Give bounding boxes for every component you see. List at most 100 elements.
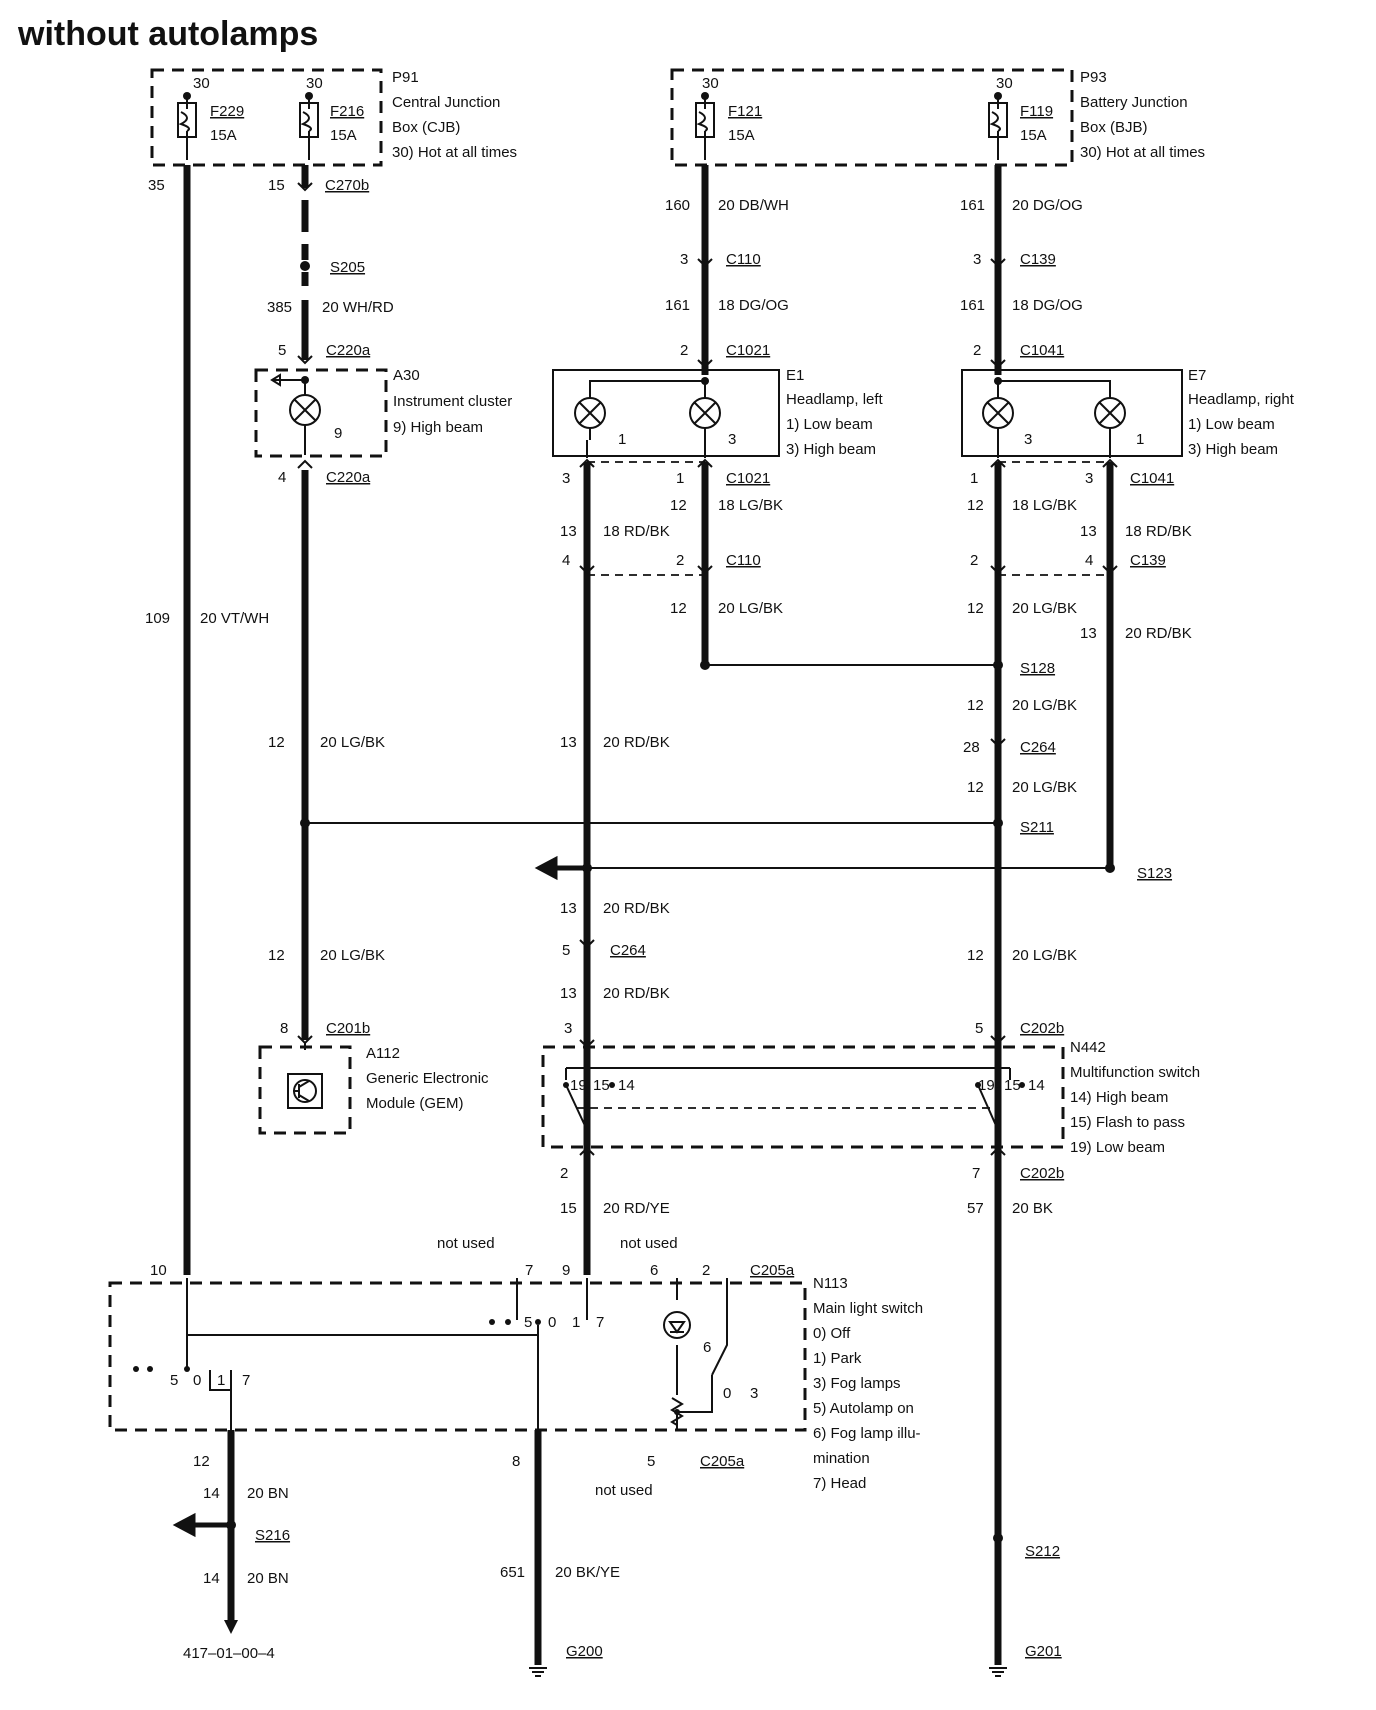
conn-c270b: C270b <box>325 177 369 194</box>
e7-c139-pin-2: 2 <box>970 552 978 569</box>
conn-c1021-bottom: C1021 <box>726 470 770 487</box>
fog-lamp-indicator-icon <box>663 1311 691 1339</box>
c1021-c110-group-left <box>587 461 705 576</box>
high-beam-bulb-right-icon <box>982 397 1014 429</box>
n113-pin-7: 7 <box>525 1262 533 1279</box>
circuit-109: 109 <box>145 610 170 627</box>
conn-c110-bottom: C110 <box>726 552 761 569</box>
n113-desc-6: 6) Fog lamp illu- <box>813 1425 921 1442</box>
circuit-12-gem: 12 <box>268 947 285 964</box>
n113-pos-5b: 5 <box>524 1314 532 1331</box>
wire-12-e1: 18 LG/BK <box>718 497 783 514</box>
circuit-13-c264: 13 <box>560 985 577 1002</box>
e1-out-pin-1: 1 <box>676 470 684 487</box>
low-beam-bulb-left-icon <box>574 397 606 429</box>
n113-pos-3: 3 <box>750 1385 758 1402</box>
pin-3-n442: 3 <box>564 1020 572 1037</box>
wire-13-e1: 18 RD/BK <box>603 523 670 540</box>
circuit-13-e7: 13 <box>1080 523 1097 540</box>
arrow-down-end <box>224 1620 238 1634</box>
circuit-161-left: 161 <box>665 297 690 314</box>
e7-desc-2: 1) Low beam <box>1188 416 1275 433</box>
arrow-left-s123 <box>534 855 587 881</box>
pin-35: 35 <box>148 177 165 194</box>
wire-labels: 35 15 C270b S205 385 20 WH/RD 5 C220a 4 … <box>145 177 1192 1662</box>
wire-12-s128: 20 LG/BK <box>1012 697 1077 714</box>
n113-ref: N113 <box>813 1275 848 1292</box>
circuit-12-a30: 12 <box>268 734 285 751</box>
note-not-used-2: not used <box>620 1235 678 1252</box>
p91-desc-1: Central Junction <box>392 94 500 111</box>
wire-13-mid: 20 RD/BK <box>603 734 670 751</box>
ground-symbols <box>529 1667 1007 1677</box>
n113-pos-0a: 0 <box>193 1372 201 1389</box>
circuit-651: 651 <box>500 1564 525 1581</box>
wire-109: 20 VT/WH <box>200 610 269 627</box>
p93-battery-junction-box: 30 30 F121 15A F119 15A P93 Battery Junc… <box>670 68 1205 167</box>
conn-c264-right: C264 <box>1020 739 1056 756</box>
wire-13-c139: 20 RD/BK <box>1125 625 1192 642</box>
p93-fuse2-pin: 30 <box>996 75 1013 92</box>
a112-ref: A112 <box>366 1045 400 1062</box>
e1-c110-pin-4: 4 <box>562 552 570 569</box>
conn-c139-top: C139 <box>1020 251 1056 268</box>
conn-c1041-bottom: C1041 <box>1130 470 1174 487</box>
e7-desc-3: 3) High beam <box>1188 441 1278 458</box>
n113-pin-6: 6 <box>650 1262 658 1279</box>
diagram-title: without autolamps <box>17 15 318 53</box>
fuse-f119-name: F119 <box>1020 103 1053 120</box>
n442-desc-3: 15) Flash to pass <box>1070 1114 1185 1131</box>
ground-g201: G201 <box>1025 1643 1062 1660</box>
n113-pos-6: 6 <box>703 1339 711 1356</box>
n113-desc-7: mination <box>813 1450 870 1467</box>
high-beam-lamp-icon <box>289 394 321 426</box>
pin-8-gem: 8 <box>280 1020 288 1037</box>
pin-2-c1041: 2 <box>973 342 981 359</box>
circuit-12-c139: 12 <box>967 600 984 617</box>
n113-pos-0c: 0 <box>723 1385 731 1402</box>
n113-pin-5: 5 <box>647 1453 655 1470</box>
splice-s212: S212 <box>1025 1543 1060 1560</box>
e7-desc-1: Headlamp, right <box>1188 391 1295 408</box>
e1-desc-3: 3) High beam <box>786 441 876 458</box>
n113-pos-5a: 5 <box>170 1372 178 1389</box>
e7-pin-3: 3 <box>1024 431 1032 448</box>
wire-12-gem: 20 LG/BK <box>320 947 385 964</box>
wire-651: 20 BK/YE <box>555 1564 620 1581</box>
circuit-12-e1: 12 <box>670 497 687 514</box>
wire-12-c110: 20 LG/BK <box>718 600 783 617</box>
ground-g200: G200 <box>566 1643 603 1660</box>
conn-c220a-top: C220a <box>326 342 371 359</box>
e1-desc-1: Headlamp, left <box>786 391 884 408</box>
n442-right-pin-15: 15 <box>1004 1077 1021 1094</box>
circuit-15: 15 <box>560 1200 577 1217</box>
n442-right-pin-14: 14 <box>1028 1077 1045 1094</box>
p91-fuse1-pin: 30 <box>193 75 210 92</box>
circuit-161-top: 161 <box>960 197 985 214</box>
fuse-f121-name: F121 <box>728 103 762 120</box>
fuse-f216-rating: 15A <box>330 127 357 144</box>
e1-desc-2: 1) Low beam <box>786 416 873 433</box>
wire-385: 20 WH/RD <box>322 299 394 316</box>
circuit-13-c139: 13 <box>1080 625 1097 642</box>
conn-c205a-bottom: C205a <box>700 1453 745 1470</box>
n113-pos-7a: 7 <box>242 1372 250 1389</box>
p91-desc-2: Box (CJB) <box>392 119 460 136</box>
n442-multifunction-switch: 19 15 14 19 15 14 N442 Multifunction swi… <box>541 1039 1200 1156</box>
a112-gem-module: A112 Generic Electronic Module (GEM) <box>258 1043 489 1135</box>
circuit-12-c110: 12 <box>670 600 687 617</box>
pin-4-a30: 4 <box>278 469 286 486</box>
e7-c139-pin-4: 4 <box>1085 552 1093 569</box>
note-not-used-1: not used <box>437 1235 495 1252</box>
n113-desc-3: 1) Park <box>813 1350 862 1367</box>
n442-desc-2: 14) High beam <box>1070 1089 1168 1106</box>
wire-13-e7: 18 RD/BK <box>1125 523 1192 540</box>
splice-s216: S216 <box>255 1527 290 1544</box>
wire-14-top: 20 BN <box>247 1485 289 1502</box>
e1-pin-3: 3 <box>728 431 736 448</box>
n442-left-pin-19: 19 <box>570 1077 587 1094</box>
connector-marks <box>297 182 1118 1156</box>
circuit-385: 385 <box>267 299 292 316</box>
wire-12-a30: 20 LG/BK <box>320 734 385 751</box>
